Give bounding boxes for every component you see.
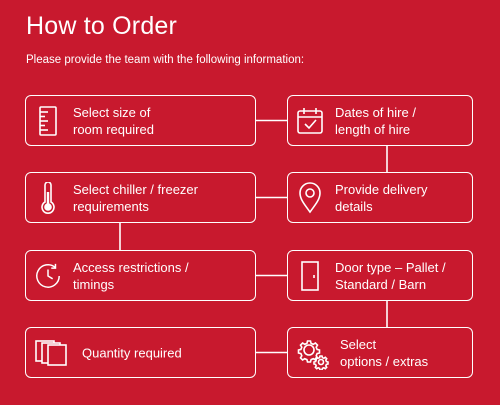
- step-label: Door type – Pallet / Standard / Barn: [335, 259, 446, 292]
- location-pin-icon: [296, 181, 324, 213]
- stacked-boxes-icon: [34, 338, 70, 368]
- step-dates-of-hire: Dates of hire / length of hire: [287, 95, 473, 146]
- clock-icon: [34, 261, 62, 291]
- gears-icon: [296, 338, 330, 370]
- step-label: Access restrictions / timings: [73, 259, 189, 292]
- step-door-type: Door type – Pallet / Standard / Barn: [287, 250, 473, 301]
- calendar-icon: [296, 106, 324, 136]
- step-access-restrictions: Access restrictions / timings: [25, 250, 256, 301]
- step-options-extras: Select options / extras: [287, 327, 473, 378]
- step-label: Select options / extras: [340, 336, 429, 369]
- step-delivery-details: Provide delivery details: [287, 172, 473, 223]
- step-label: Provide delivery details: [335, 181, 428, 214]
- ruler-icon: [34, 105, 62, 136]
- thermometer-icon: [34, 181, 62, 214]
- door-icon: [296, 260, 324, 291]
- step-label: Dates of hire / length of hire: [335, 104, 416, 137]
- step-quantity-required: Quantity required: [25, 327, 256, 378]
- step-label: Select chiller / freezer requirements: [73, 181, 198, 214]
- step-select-room-size: Select size of room required: [25, 95, 256, 146]
- step-chiller-freezer: Select chiller / freezer requirements: [25, 172, 256, 223]
- step-label: Quantity required: [82, 345, 182, 360]
- page-title: How to Order: [26, 12, 178, 40]
- page-subtitle: Please provide the team with the followi…: [26, 54, 305, 66]
- step-label: Select size of room required: [73, 104, 154, 137]
